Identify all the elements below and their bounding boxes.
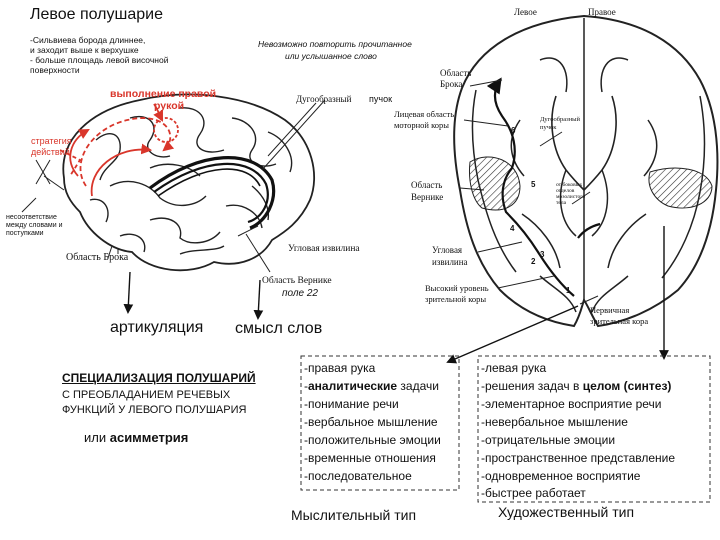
hatched-area-right	[648, 167, 713, 209]
broca-area-label: Область Брока	[66, 252, 129, 263]
note-line-1: -Сильвиева борода длиннее,	[30, 35, 146, 45]
right-list-item-4: -невербальное мышление	[481, 415, 628, 429]
corpus-1: от боковых	[556, 182, 583, 188]
motor-cortex-1: Лицевая область	[394, 109, 455, 119]
repeat-note-1: Невозможно повторить прочитанное	[258, 39, 412, 49]
route-number-6: 6	[511, 126, 516, 135]
route-number-2: 2	[531, 257, 536, 266]
right-list-item-1: -левая рука	[481, 361, 547, 375]
synthesis-prefix: -решения задач в	[481, 379, 583, 393]
mismatch-1: несоответствие	[6, 214, 57, 221]
route-number-3: 3	[540, 250, 545, 259]
synthesis-bold: целом (синтез)	[582, 379, 672, 393]
right-list-frame	[477, 355, 711, 503]
asymmetry-prefix: или	[84, 430, 107, 445]
artistic-type-label: Художественный тип	[498, 504, 635, 520]
strategy-label-1: стратегия	[31, 136, 72, 146]
left-hemisphere-title: Левое полушарие	[30, 6, 163, 23]
section-left-label: Левое	[514, 7, 537, 17]
wernicke-area-label: Область Вернике	[262, 276, 332, 286]
strategy-label-2: действий	[31, 147, 70, 157]
red-strategy-arrows	[59, 103, 179, 197]
left-list-item-1: -правая рука	[304, 361, 376, 375]
primary-visual-1: Первичная	[590, 305, 630, 315]
visual-high-1: Высокий уровень	[425, 283, 489, 293]
right-list-item-6: -пространственное представление	[481, 451, 676, 465]
route-number-1: 1	[566, 286, 571, 295]
left-list-item-6: -временные отношения	[304, 451, 436, 465]
note-line-2: и заходит выше к верхушке	[30, 45, 139, 55]
wernicke-r-2: Вернике	[411, 192, 444, 202]
right-list-item-5: -отрицательные эмоции	[481, 433, 616, 447]
articulation-label: артикуляция	[110, 319, 204, 336]
note-line-4: поверхности	[30, 65, 80, 75]
corpus-3: мозолистого	[556, 194, 586, 200]
analytic-tail: задачи	[400, 379, 439, 393]
specialization-title: СПЕЦИАЛИЗАЦИЯ ПОЛУШАРИЙ	[62, 371, 256, 385]
arcuate-r-2: пучок	[540, 124, 557, 131]
thinking-type-label: Мыслительный тип	[291, 507, 417, 523]
asymmetry-bold: асимметрия	[109, 430, 189, 445]
angular-r-2: извилина	[432, 257, 468, 267]
word-meaning-label: смысл слов	[235, 320, 323, 337]
arcuate-label-2: пучок	[369, 94, 393, 104]
route-number-5: 5	[531, 180, 536, 189]
right-leader-lines	[459, 79, 599, 305]
analytic-prefix: -	[304, 379, 308, 393]
visual-high-2: зрительной коры	[425, 294, 487, 304]
asymmetry-line: или асимметрия	[84, 430, 189, 446]
right-list-item-7: -одновременное восприятие	[481, 469, 641, 483]
left-list-item-5: -положительные эмоции	[304, 433, 441, 447]
right-list-item-8: -быстрее работает	[481, 486, 586, 500]
left-list-item-2: -аналитические задачи	[304, 379, 439, 394]
arcuate-r-1: Дугообразный	[540, 116, 581, 123]
pathway-route	[486, 77, 601, 297]
connectors	[446, 226, 669, 364]
note-line-3: - больше площадь левой височной	[30, 55, 169, 65]
flow-arrows-left	[123, 271, 264, 320]
mismatch-3: поступками	[6, 230, 44, 237]
left-list-item-7: -последовательное	[304, 469, 412, 483]
mismatch-2: между словами и	[6, 222, 63, 229]
corpus-4: тела	[556, 200, 567, 206]
motor-cortex-2: моторной коры	[394, 120, 450, 130]
repeat-note-2: или услышанное слово	[285, 51, 377, 61]
arcuate-label: Дугообразный	[296, 94, 352, 104]
corpus-2: отделов	[556, 188, 575, 194]
section-right-label: Правое	[588, 7, 616, 17]
right-list-item-3: -элементарное восприятие речи	[481, 397, 662, 411]
analytic-bold: аналитические	[308, 379, 398, 393]
angular-gyrus-label: Угловая извилина	[288, 244, 360, 254]
broca-r-1: Область	[440, 68, 472, 78]
broca-r-2: Брока	[440, 79, 463, 89]
right-list-item-2: -решения задач в целом (синтез)	[481, 379, 672, 394]
left-leader-lines	[21, 99, 326, 273]
left-list-item-3: -понимание речи	[304, 397, 399, 411]
wernicke-r-1: Область	[411, 180, 443, 190]
angular-r-1: Угловая	[432, 245, 463, 255]
left-list-item-4: -вербальное мышление	[304, 415, 438, 429]
right-hand-label-1: выполнение правой	[110, 88, 217, 100]
specialization-line-1: С ПРЕОБЛАДАНИЕМ РЕЧЕВЫХ	[62, 389, 231, 401]
field-22-label: поле 22	[282, 288, 318, 299]
specialization-line-2: ФУНКЦИЙ У ЛЕВОГО ПОЛУШАРИЯ	[62, 404, 247, 416]
primary-visual-2: зрительная кора	[590, 316, 649, 326]
lateral-brain-drawing	[62, 93, 316, 272]
left-list-frame	[300, 355, 460, 491]
hatched-wernicke-left	[469, 156, 521, 211]
route-number-4: 4	[510, 224, 515, 233]
right-hand-label-2: рукой	[154, 100, 185, 112]
